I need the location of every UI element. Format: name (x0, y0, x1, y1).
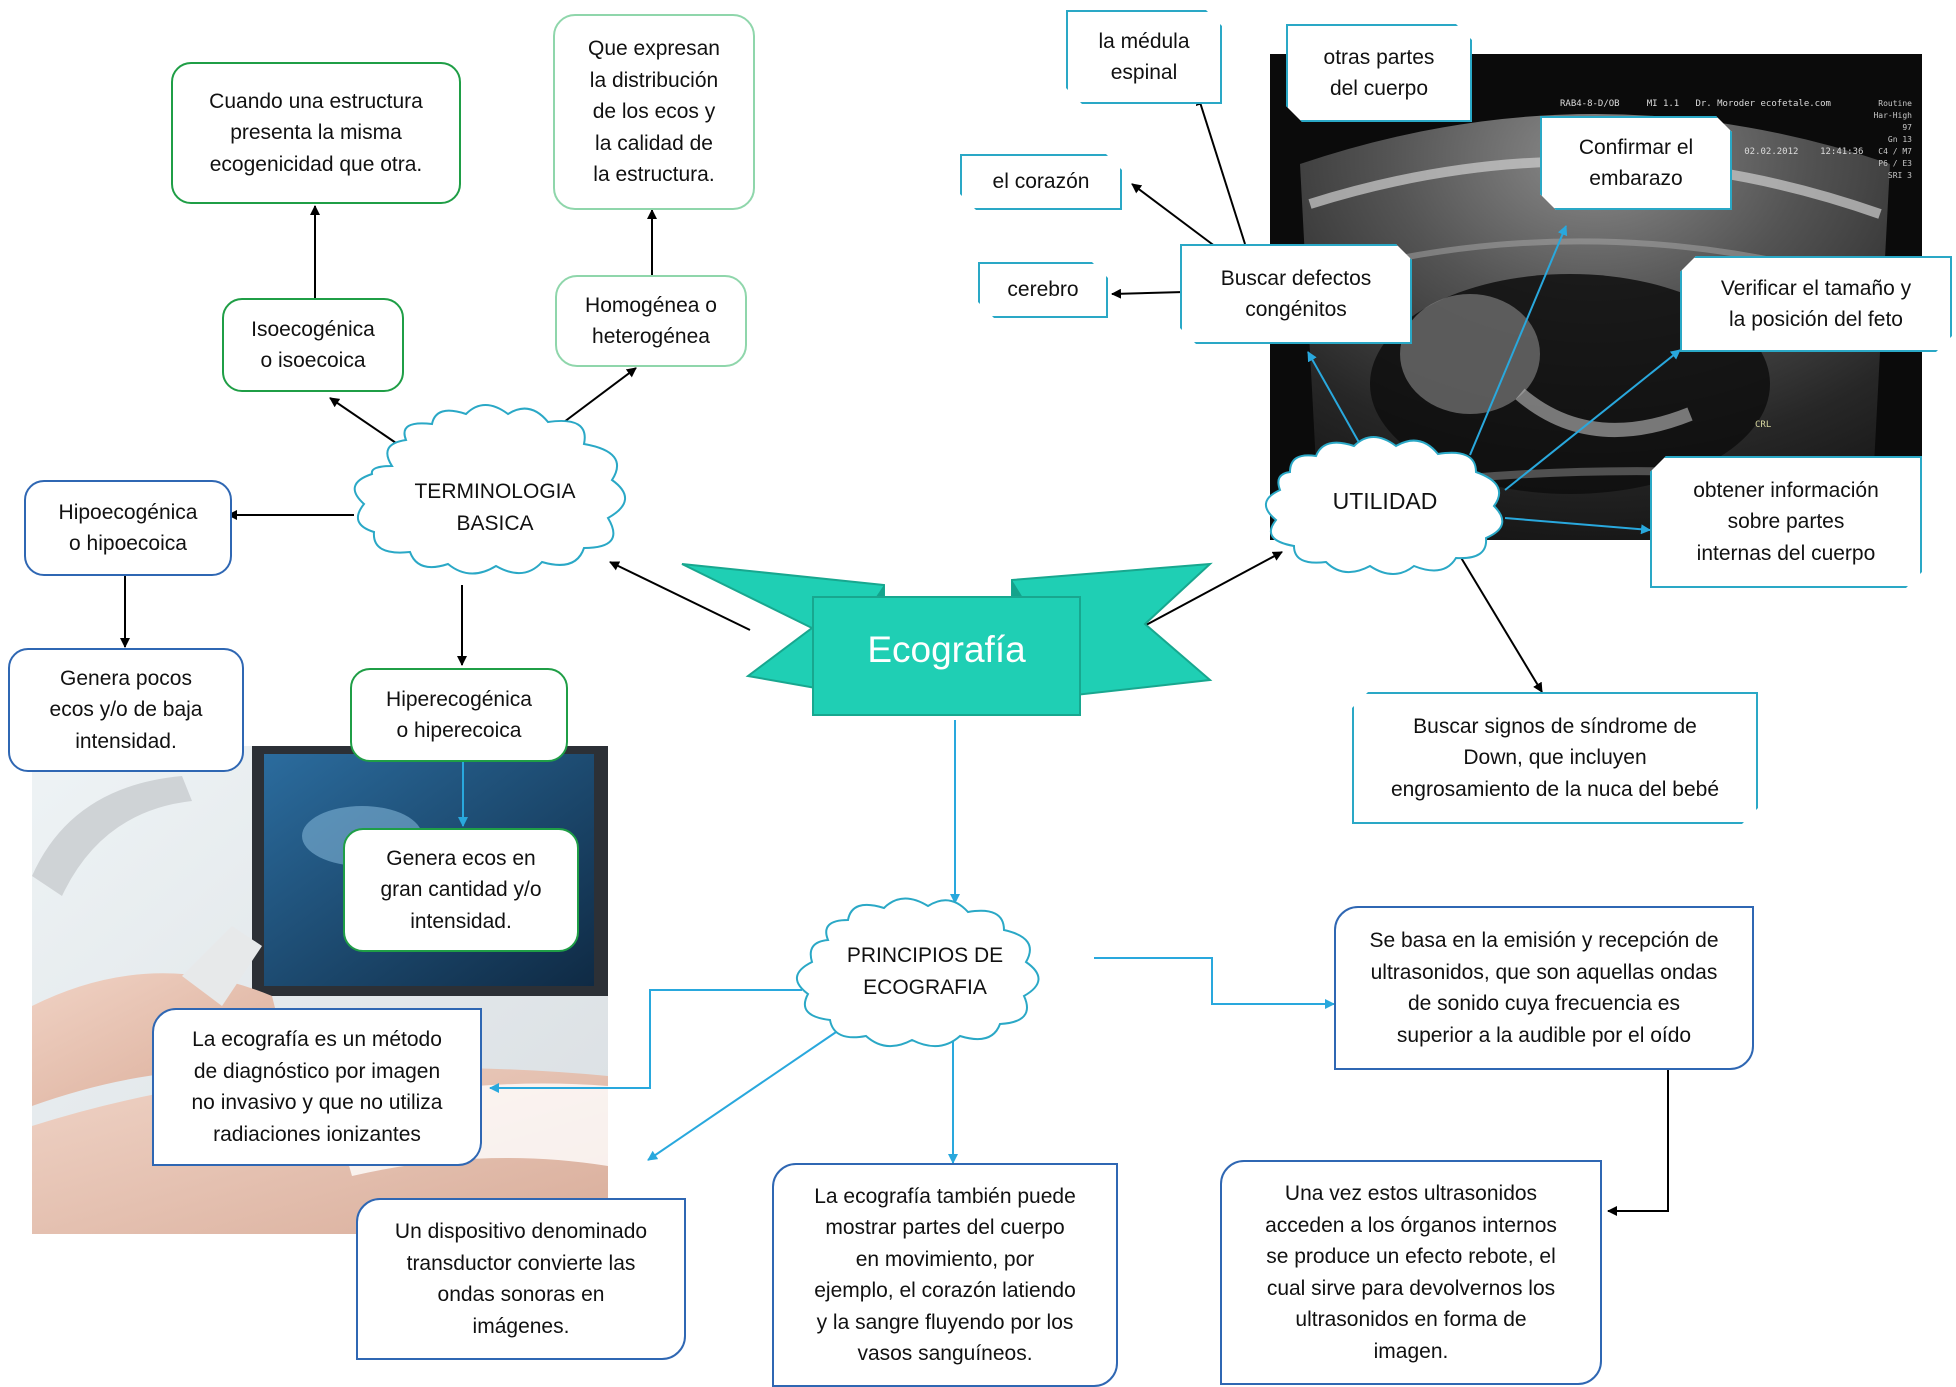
hiper-box: Hiperecogénica o hiperecoica (350, 668, 568, 762)
hiper-def-box: Genera ecos en gran cantidad y/o intensi… (343, 828, 579, 952)
cloud-utilidad-label: UTILIDAD (1332, 488, 1438, 514)
arrow-terminologia-iso (329, 397, 419, 459)
arrow-defectos-medula (1195, 95, 1246, 245)
arrow-principios-ultrasonidos (1094, 957, 1335, 1009)
iso-def-box: Cuando una estructura presenta la misma … (171, 62, 461, 204)
cloud-principios-label: PRINCIPIOS DE ECOGRAFIA (846, 944, 1004, 999)
ultrasound-crl-label: CRL (1755, 420, 1772, 430)
cloud-terminologia-label: TERMINOLOGIA BASICA (414, 480, 576, 535)
arrow-utilidad-embarazo (1469, 225, 1568, 456)
info-box: obtener información sobre partes interna… (1650, 456, 1922, 588)
hipo-box: Hipoecogénica o hipoecoica (24, 480, 232, 576)
iso-box: Isoecogénica o isoecoica (222, 298, 404, 392)
hipo-def-box: Genera pocos ecos y/o de baja intensidad… (8, 648, 244, 772)
central-title: Ecografía (867, 629, 1026, 670)
arrow-terminologia-homo (531, 367, 637, 447)
ultrasound-side-readout: Routine Har-High 97 Gn 13 C4 / M7 P6 / E… (1873, 99, 1912, 180)
movimiento-box: La ecografía también puede mostrar parte… (772, 1163, 1118, 1387)
medula-box: la médula espinal (1066, 10, 1222, 104)
arrow-defectos-cerebro (1111, 288, 1185, 299)
corazon-box: el corazón (960, 154, 1122, 210)
embarazo-box: Confirmar el embarazo (1540, 116, 1732, 210)
homo-def-box: Que expresan la distribución de los ecos… (553, 14, 755, 210)
arrow-ultrasonidos-rebote (1607, 1068, 1669, 1216)
otras-box: otras partes del cuerpo (1286, 24, 1472, 122)
cerebro-box: cerebro (978, 262, 1108, 318)
arrow-defectos-corazon (1131, 183, 1217, 248)
homo-box: Homogénea o heterogénea (555, 275, 747, 367)
transductor-box: Un dispositivo denominado transductor co… (356, 1198, 686, 1360)
tamano-box: Verificar el tamaño y la posición del fe… (1680, 256, 1952, 352)
arrow-utilidad-down (1453, 545, 1543, 693)
arrow-center-utilidad (1145, 551, 1283, 626)
rebote-box: Una vez estos ultrasonidos acceden a los… (1220, 1160, 1602, 1385)
defectos-box: Buscar defectos congénitos (1180, 244, 1412, 344)
metodo-box: La ecografía es un método de diagnóstico… (152, 1008, 482, 1166)
down-box: Buscar signos de síndrome de Down, que i… (1352, 692, 1758, 824)
arrow-principios-metodo (489, 989, 802, 1093)
arrow-utilidad-defectos (1307, 351, 1371, 463)
ultrasonidos-box: Se basa en la emisión y recepción de ult… (1334, 906, 1754, 1070)
arrow-center-terminologia (609, 561, 751, 631)
arrow-utilidad-tamano (1504, 349, 1681, 491)
arrow-principios-transductor (647, 1027, 843, 1161)
arrow-utilidad-info (1504, 517, 1651, 535)
